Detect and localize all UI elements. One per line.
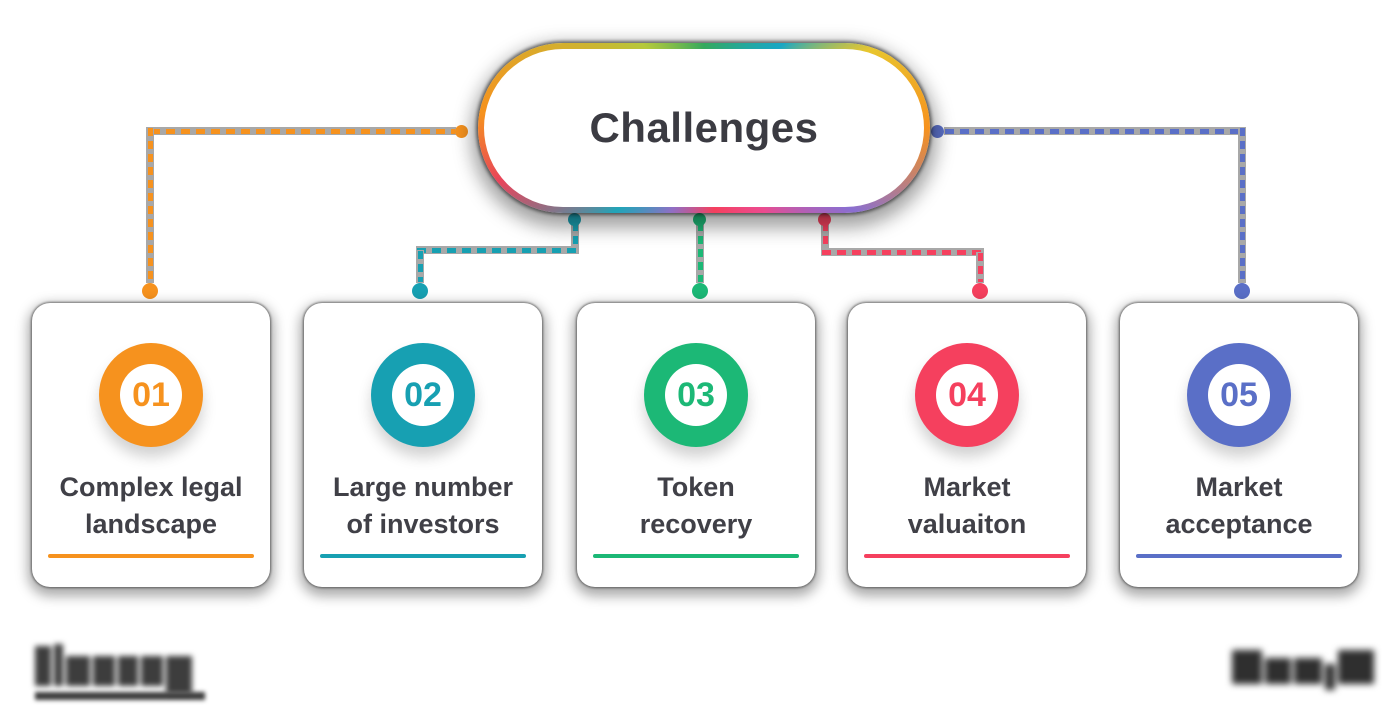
card4-anchor-dot xyxy=(972,283,988,299)
card-label: Market valuaiton xyxy=(908,469,1027,543)
card-label-line2: landscape xyxy=(84,509,218,539)
card-accent-rule xyxy=(593,554,799,558)
card-label-line1: Token xyxy=(657,472,735,502)
card-label-line2: acceptance xyxy=(1165,509,1313,539)
card1-anchor-dot xyxy=(142,283,158,299)
connector-teal-horizontal xyxy=(416,246,579,254)
footer-right-wordmark xyxy=(1232,650,1374,690)
card-label-line1: Large number xyxy=(332,472,514,502)
pill-port-dot-teal xyxy=(568,213,581,226)
diagram-title: Challenges xyxy=(589,104,819,151)
challenge-card-1: 01 Complex legal landscape xyxy=(32,303,270,587)
challenge-card-3: 03 Token recovery xyxy=(577,303,815,587)
challenge-card-2: 02 Large number of investors xyxy=(304,303,542,587)
card-label: Large number of investors xyxy=(333,469,513,543)
badge-number: 01 xyxy=(120,364,182,426)
card-label-line1: Market xyxy=(1195,472,1283,502)
card-label-line1: Market xyxy=(923,472,1011,502)
card-accent-rule xyxy=(1136,554,1342,558)
pill-port-dot-red xyxy=(818,213,831,226)
connector-teal-stem xyxy=(571,222,579,248)
card3-anchor-dot xyxy=(692,283,708,299)
connector-green-vertical xyxy=(696,222,704,283)
connector-teal-vertical xyxy=(416,250,424,283)
card-accent-rule xyxy=(48,554,254,558)
challenges-pill: Challenges xyxy=(478,43,930,213)
footer-left-tagline xyxy=(35,692,205,700)
pill-port-dot-orange xyxy=(455,125,468,138)
connector-orange-vertical xyxy=(146,127,154,283)
badge-number: 05 xyxy=(1208,364,1270,426)
pill-port-dot-blue xyxy=(931,125,944,138)
number-badge: 03 xyxy=(644,343,748,447)
footer-left-wordmark xyxy=(35,644,205,694)
number-badge: 05 xyxy=(1187,343,1291,447)
card-label-line2: of investors xyxy=(346,509,500,539)
footer-right-logo xyxy=(1232,650,1374,690)
connector-red-stem xyxy=(821,222,829,248)
pill-port-dot-green xyxy=(693,213,706,226)
badge-number: 03 xyxy=(665,364,727,426)
number-badge: 01 xyxy=(99,343,203,447)
number-badge: 02 xyxy=(371,343,475,447)
card-label: Token recovery xyxy=(640,469,753,543)
connector-red-vertical xyxy=(976,252,984,283)
card-label: Complex legal landscape xyxy=(59,469,242,543)
card-accent-rule xyxy=(864,554,1070,558)
card-label: Market acceptance xyxy=(1165,469,1312,543)
connector-blue-horizontal xyxy=(944,127,1246,135)
connector-blue-vertical xyxy=(1238,127,1246,283)
card-label-line1: Complex legal xyxy=(59,472,243,502)
card-label-line2: valuaiton xyxy=(907,509,1027,539)
challenge-card-4: 04 Market valuaiton xyxy=(848,303,1086,587)
challenge-card-5: 05 Market acceptance xyxy=(1120,303,1358,587)
connector-red-horizontal xyxy=(821,248,984,256)
card5-anchor-dot xyxy=(1234,283,1250,299)
badge-number: 04 xyxy=(936,364,998,426)
badge-number: 02 xyxy=(392,364,454,426)
card-accent-rule xyxy=(320,554,526,558)
footer-left-logo xyxy=(35,644,205,700)
card-label-line2: recovery xyxy=(639,509,753,539)
number-badge: 04 xyxy=(915,343,1019,447)
connector-orange-horizontal xyxy=(150,127,456,135)
card2-anchor-dot xyxy=(412,283,428,299)
